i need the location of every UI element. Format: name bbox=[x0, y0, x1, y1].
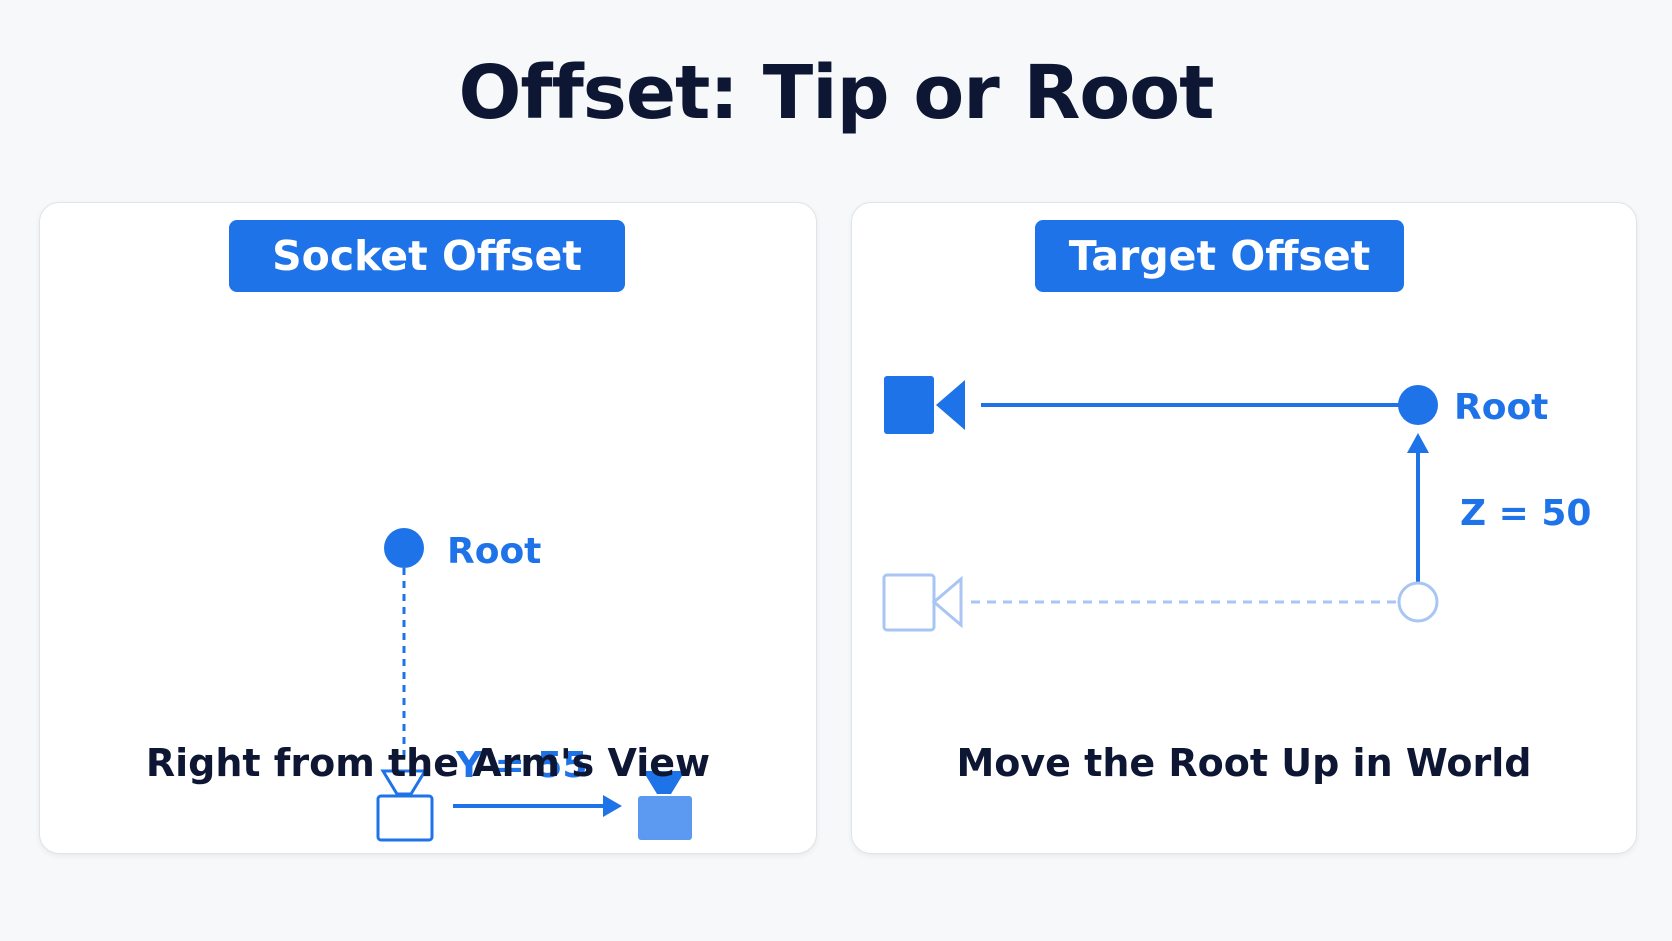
arrow-up-icon bbox=[1407, 433, 1429, 590]
target-offset-diagram: Root Z = 50 bbox=[882, 376, 1591, 632]
root-label: Root bbox=[1454, 387, 1548, 428]
ghost-root-circle-icon bbox=[1397, 581, 1439, 623]
socket-offset-panel: Socket Offset Root Y = 55 Right from the… bbox=[39, 202, 817, 854]
z-offset-label: Z = 50 bbox=[1460, 493, 1591, 534]
camera-end-icon bbox=[638, 771, 692, 840]
page-title: Offset: Tip or Root bbox=[458, 50, 1215, 136]
video-camera-icon bbox=[884, 376, 965, 434]
socket-offset-header: Socket Offset bbox=[229, 220, 625, 292]
y-offset-label: Y = 55 bbox=[455, 745, 587, 786]
camera-start-icon bbox=[376, 769, 434, 842]
target-offset-caption: Move the Root Up in World bbox=[956, 741, 1532, 785]
root-label: Root bbox=[447, 531, 541, 572]
ghost-video-camera-icon bbox=[882, 573, 963, 632]
root-dot-icon bbox=[1398, 385, 1438, 425]
target-offset-panel: Target Offset Root Z = 50 Move the Root … bbox=[851, 202, 1637, 854]
target-offset-header: Target Offset bbox=[1035, 220, 1404, 292]
socket-offset-diagram: Root Y = 55 bbox=[376, 528, 692, 842]
root-dot-icon bbox=[384, 528, 424, 568]
socket-offset-caption: Right from the Arm's View bbox=[145, 741, 711, 785]
arrow-right-icon bbox=[453, 795, 622, 817]
